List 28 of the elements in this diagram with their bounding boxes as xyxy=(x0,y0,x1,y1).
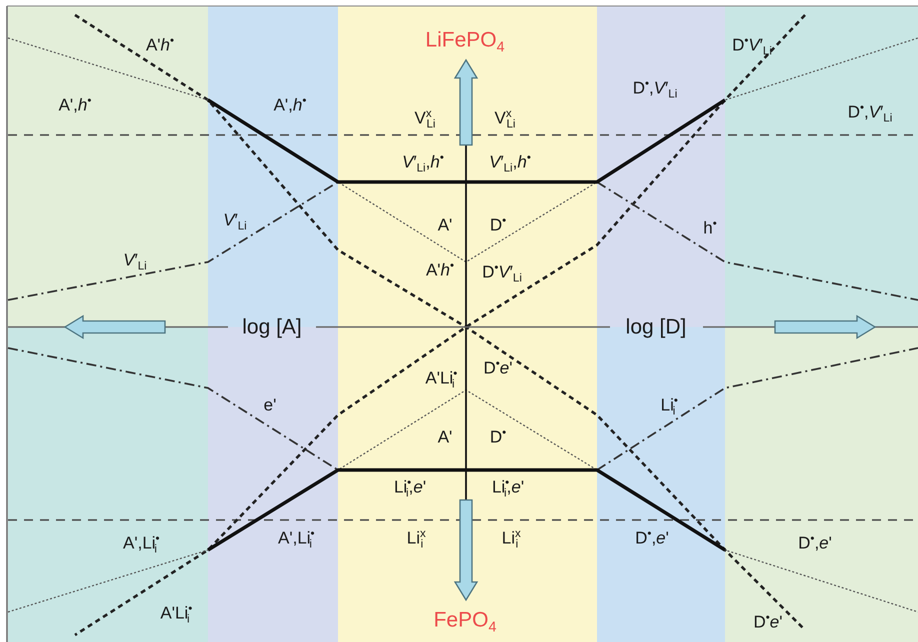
defect-label: D$^{•}$ xyxy=(490,428,506,446)
axis-label: log [D] xyxy=(626,316,686,338)
phase-label: FePO$_{4}$ xyxy=(434,610,496,630)
defect-label: D$^{•}$e' xyxy=(753,614,783,630)
defect-label: D$^{•}$,e' xyxy=(798,534,832,552)
defect-label: e' xyxy=(264,396,276,414)
axis-label: log [A] xyxy=(242,316,302,338)
defect-label: h$^{•}$ xyxy=(703,220,717,236)
defect-label: V′$_{Li}$ xyxy=(223,212,247,228)
defect-label: A',h$^{•}$ xyxy=(58,96,92,114)
defect-label: V′$_{Li}$,h$^{•}$ xyxy=(402,154,444,170)
defect-label: V′$_{Li}$,h$^{•}$ xyxy=(489,154,531,170)
defect-label: V′$_{Li}$ xyxy=(123,252,147,268)
defect-label: A'h$^{•}$ xyxy=(146,36,174,54)
defect-label: D$^{•}$,e' xyxy=(635,530,669,546)
defect-label: A'h$^{•}$ xyxy=(426,262,454,278)
defect-label: A',h$^{•}$ xyxy=(274,96,306,114)
phase-label: LiFePO$_{4}$ xyxy=(425,30,505,50)
defect-label: D$^{•}$,V′$_{Li}$ xyxy=(632,80,678,96)
defect-label: Li$^{•}$$_{i}$,e' xyxy=(492,478,524,496)
defect-label: A' xyxy=(438,428,452,446)
defect-label: Li$^{•}$$_{i}$,e' xyxy=(394,478,426,496)
defect-label: A' xyxy=(438,216,452,234)
defect-label: D$^{•}$V′$_{Li}$ xyxy=(482,264,522,280)
defect-label: D$^{•}$,V′$_{Li}$ xyxy=(848,104,892,120)
defect-label: D$^{•}$V′$_{Li}$ xyxy=(732,36,772,54)
defect-label: D$^{•}$ xyxy=(490,216,506,234)
defect-label: D$^{•}$e' xyxy=(483,360,513,376)
